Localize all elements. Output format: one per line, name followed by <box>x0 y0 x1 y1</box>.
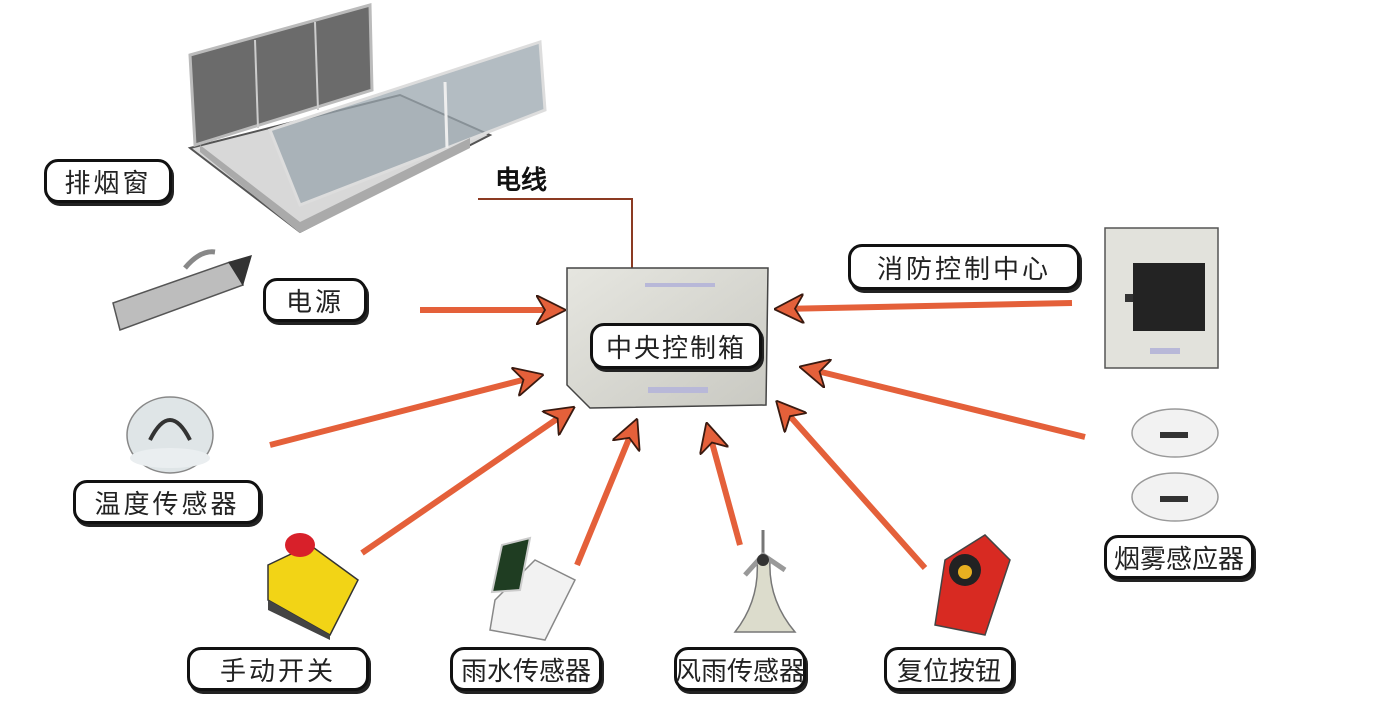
label-fire-control-center: 消防控制中心 <box>848 244 1080 290</box>
fire-control-center-illustration <box>1104 227 1219 369</box>
label-rain-sensor: 雨水传感器 <box>450 647 602 691</box>
arrow-smoke-detector <box>805 368 1086 440</box>
wire-label: 电线 <box>495 166 548 196</box>
label-manual-switch: 手动开关 <box>187 647 369 691</box>
label-smoke-detector: 烟雾感应器 <box>1104 535 1254 579</box>
label-temperature-sensor: 温度传感器 <box>73 480 261 524</box>
smoke-exhaust-window-illustration <box>187 3 547 234</box>
connection-arrows <box>269 303 1086 570</box>
power-supply-illustration <box>112 249 252 331</box>
label-smoke-exhaust-window: 排烟窗 <box>44 159 172 203</box>
arrow-manual-switch <box>360 410 570 556</box>
wind-rain-sensor-illustration <box>733 530 797 633</box>
label-reset-button: 复位按钮 <box>884 647 1014 691</box>
rain-sensor-illustration <box>489 536 577 641</box>
label-central-control-box: 中央控制箱 <box>590 323 762 369</box>
label-wind-rain-sensor: 风雨传感器 <box>674 647 806 691</box>
reset-button-illustration <box>934 534 1011 636</box>
arrow-wind-rain-sensor <box>708 428 743 546</box>
arrow-reset-button <box>780 405 928 570</box>
arrow-fire-control-center <box>780 303 1073 309</box>
smoke-detector-illustration <box>1131 408 1219 522</box>
manual-switch-illustration <box>267 533 359 640</box>
arrow-rain-sensor <box>574 424 635 567</box>
arrow-temperature-sensor <box>269 376 538 448</box>
wire-line <box>478 198 633 268</box>
label-power-supply: 电源 <box>263 278 367 322</box>
temperature-sensor-illustration <box>126 396 214 474</box>
